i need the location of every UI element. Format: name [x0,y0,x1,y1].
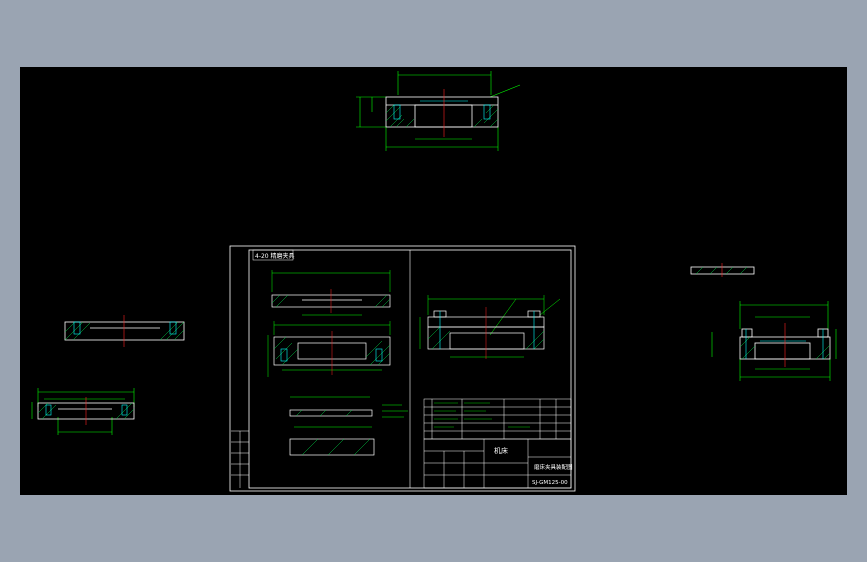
sheet-border-outer [229,245,576,492]
part-view-left-bottom[interactable] [31,388,135,435]
cad-viewport[interactable]: 4-20 精磨夹具 [20,67,847,495]
title-block-company: 机床 [494,446,508,455]
sheet-subview-3[interactable] [289,396,408,456]
title-block [423,438,572,489]
sheet-heading: 4-20 精磨夹具 [255,252,295,260]
sheet-subview-2[interactable] [267,321,391,377]
title-block-drawing-number: SJ-GM125-00 [532,480,568,486]
part-view-right-plate[interactable] [690,263,755,277]
sheet-assembly-view[interactable] [419,295,561,359]
parts-list-entries [434,402,530,428]
part-view-top[interactable] [356,71,521,151]
cad-drawing-canvas: 4-20 精磨夹具 [31,71,837,492]
sheet-subview-1[interactable] [271,270,391,316]
part-view-right-assembly[interactable] [711,301,837,381]
part-view-left-section[interactable] [64,315,185,347]
title-block-drawing-title: 磨床夹具装配图 [534,463,573,471]
drawing-sheet[interactable]: 4-20 精磨夹具 [229,245,576,492]
sheet-heading-box [252,249,294,261]
sheet-side-bar [231,430,249,488]
